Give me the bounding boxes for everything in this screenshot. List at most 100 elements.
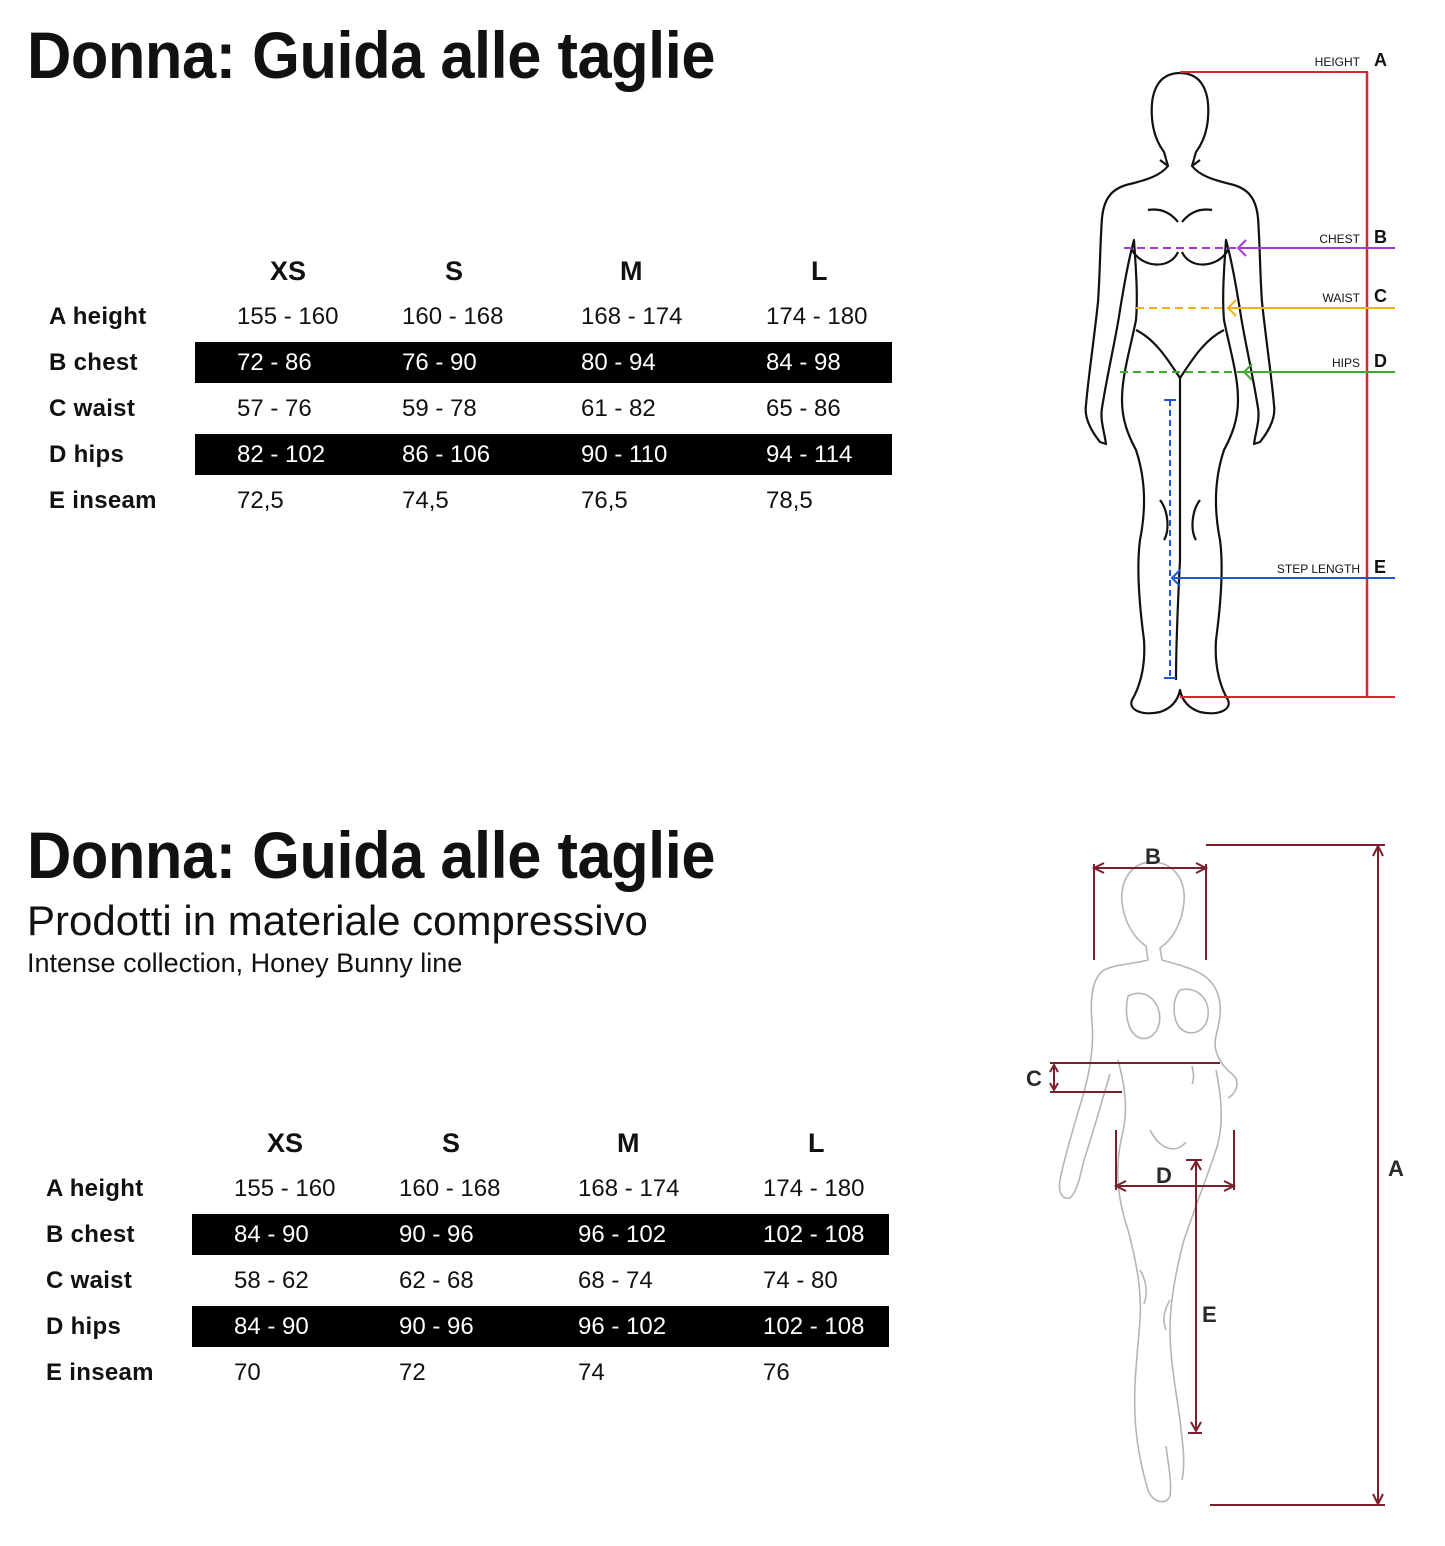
measure-letter-b: B (1145, 844, 1161, 869)
table-cell: 76,5 (581, 487, 628, 514)
size-header-row: XS S M L (45, 248, 895, 294)
table-cell: 72,5 (237, 487, 284, 514)
waist-marker: WAIST C (1136, 286, 1395, 317)
table-cell: 74 (578, 1359, 605, 1386)
table-cell: 80 - 94 (581, 349, 656, 376)
section-2-title: Donna: Guida alle taglie (27, 818, 715, 892)
row-label: D hips (46, 1313, 122, 1340)
table-cell: 94 - 114 (766, 441, 853, 468)
table-cell: 72 (399, 1359, 426, 1386)
marker-letter-a: A (1374, 50, 1387, 70)
row-label: A height (49, 303, 147, 330)
table-cell: 90 - 110 (581, 441, 668, 468)
section-2-caption: Intense collection, Honey Bunny line (27, 948, 463, 978)
size-header-row: XS S M L (42, 1120, 892, 1166)
table-cell: 72 - 86 (237, 349, 312, 376)
table-cell: 90 - 96 (399, 1221, 474, 1248)
table-cell: 174 - 180 (766, 303, 868, 330)
row-label: D hips (49, 441, 125, 468)
table-row-inseam: E inseam 70 72 74 76 (42, 1350, 892, 1396)
table-cell: 68 - 74 (578, 1267, 653, 1294)
table-cell: 90 - 96 (399, 1313, 474, 1340)
section-2-subtitle: Prodotti in materiale compressivo (27, 897, 648, 944)
table-row-inseam: E inseam 72,5 74,5 76,5 78,5 (45, 478, 895, 524)
measurement-lines (1049, 843, 1385, 1507)
measure-letter-d: D (1156, 1163, 1172, 1188)
table-cell: 86 - 106 (402, 441, 491, 468)
table-cell: 84 - 98 (766, 349, 841, 376)
table-cell: 168 - 174 (581, 303, 683, 330)
marker-text-height: HEIGHT (1315, 55, 1361, 69)
size-header-l: L (808, 1128, 825, 1158)
table-cell: 74,5 (402, 487, 449, 514)
row-label: B chest (49, 349, 138, 376)
table-cell: 84 - 90 (234, 1221, 309, 1248)
table-cell: 96 - 102 (578, 1313, 667, 1340)
table-cell: 78,5 (766, 487, 813, 514)
table-row-height: A height 155 - 160 160 - 168 168 - 174 1… (42, 1166, 892, 1212)
table-cell: 62 - 68 (399, 1267, 474, 1294)
table-cell: 168 - 174 (578, 1175, 680, 1202)
size-header-m: M (620, 256, 643, 286)
table-cell: 155 - 160 (234, 1175, 336, 1202)
table-cell: 65 - 86 (766, 395, 841, 422)
table-row-chest: B chest 84 - 90 90 - 96 96 - 102 102 - 1… (42, 1212, 892, 1258)
table-cell: 76 (763, 1359, 790, 1386)
size-header-s: S (445, 256, 464, 286)
marker-letter-e: E (1374, 557, 1386, 577)
table-cell: 82 - 102 (237, 441, 326, 468)
table-row-chest: B chest 72 - 86 76 - 90 80 - 94 84 - 98 (45, 340, 895, 386)
table-cell: 96 - 102 (578, 1221, 667, 1248)
marker-text-step-length: STEP LENGTH (1277, 562, 1360, 576)
table-cell: 155 - 160 (237, 303, 339, 330)
marker-text-chest: CHEST (1319, 232, 1360, 246)
table-cell: 160 - 168 (402, 303, 504, 330)
measure-letter-e: E (1202, 1302, 1217, 1327)
table-cell: 74 - 80 (763, 1267, 838, 1294)
table-cell: 57 - 76 (237, 395, 312, 422)
body-measurement-diagram: HEIGHT A CHEST B WAIST C HIPS D STEP LEN… (1084, 50, 1395, 715)
section-1-title: Donna: Guida alle taglie (27, 18, 715, 92)
size-header-m: M (617, 1128, 640, 1158)
marker-text-hips: HIPS (1332, 356, 1360, 370)
table-row-height: A height 155 - 160 160 - 168 168 - 174 1… (45, 294, 895, 340)
table-row-hips: D hips 82 - 102 86 - 106 90 - 110 94 - 1… (45, 432, 895, 478)
measure-letter-c: C (1026, 1066, 1042, 1091)
hips-marker: HIPS D (1120, 351, 1395, 381)
table-cell: 58 - 62 (234, 1267, 309, 1294)
table-row-hips: D hips 84 - 90 90 - 96 96 - 102 102 - 10… (42, 1304, 892, 1350)
marker-letter-d: D (1374, 351, 1387, 371)
female-figure-sketch (1058, 861, 1238, 1503)
size-header-xs: XS (267, 1128, 304, 1158)
table-cell: 76 - 90 (402, 349, 477, 376)
table-cell: 160 - 168 (399, 1175, 501, 1202)
table-cell: 84 - 90 (234, 1313, 309, 1340)
table-row-waist: C waist 58 - 62 62 - 68 68 - 74 74 - 80 (42, 1258, 892, 1304)
size-header-xs: XS (270, 256, 307, 286)
table-cell: 102 - 108 (763, 1221, 865, 1248)
size-table-compressive: XS S M L A height 155 - 160 160 - 168 16… (42, 1120, 892, 1396)
height-marker: HEIGHT A (1180, 50, 1395, 698)
marker-text-waist: WAIST (1322, 291, 1360, 305)
row-label: B chest (46, 1221, 135, 1248)
row-label: C waist (49, 395, 136, 422)
table-cell: 59 - 78 (402, 395, 477, 422)
table-cell: 70 (234, 1359, 261, 1386)
measure-letter-a: A (1388, 1156, 1404, 1181)
row-label: A height (46, 1175, 144, 1202)
compressive-measurement-diagram: A B C D E (1026, 843, 1404, 1507)
table-row-waist: C waist 57 - 76 59 - 78 61 - 82 65 - 86 (45, 386, 895, 432)
table-cell: 174 - 180 (763, 1175, 865, 1202)
marker-letter-c: C (1374, 286, 1387, 306)
row-label: E inseam (49, 487, 157, 514)
marker-letter-b: B (1374, 227, 1387, 247)
table-cell: 61 - 82 (581, 395, 656, 422)
size-header-l: L (811, 256, 828, 286)
size-header-s: S (442, 1128, 461, 1158)
size-table-standard: XS S M L A height 155 - 160 160 - 168 16… (45, 248, 895, 524)
row-label: E inseam (46, 1359, 154, 1386)
chest-marker: CHEST B (1124, 227, 1395, 257)
female-figure-outline (1084, 71, 1276, 715)
table-cell: 102 - 108 (763, 1313, 865, 1340)
step-length-marker: STEP LENGTH E (1164, 399, 1395, 679)
